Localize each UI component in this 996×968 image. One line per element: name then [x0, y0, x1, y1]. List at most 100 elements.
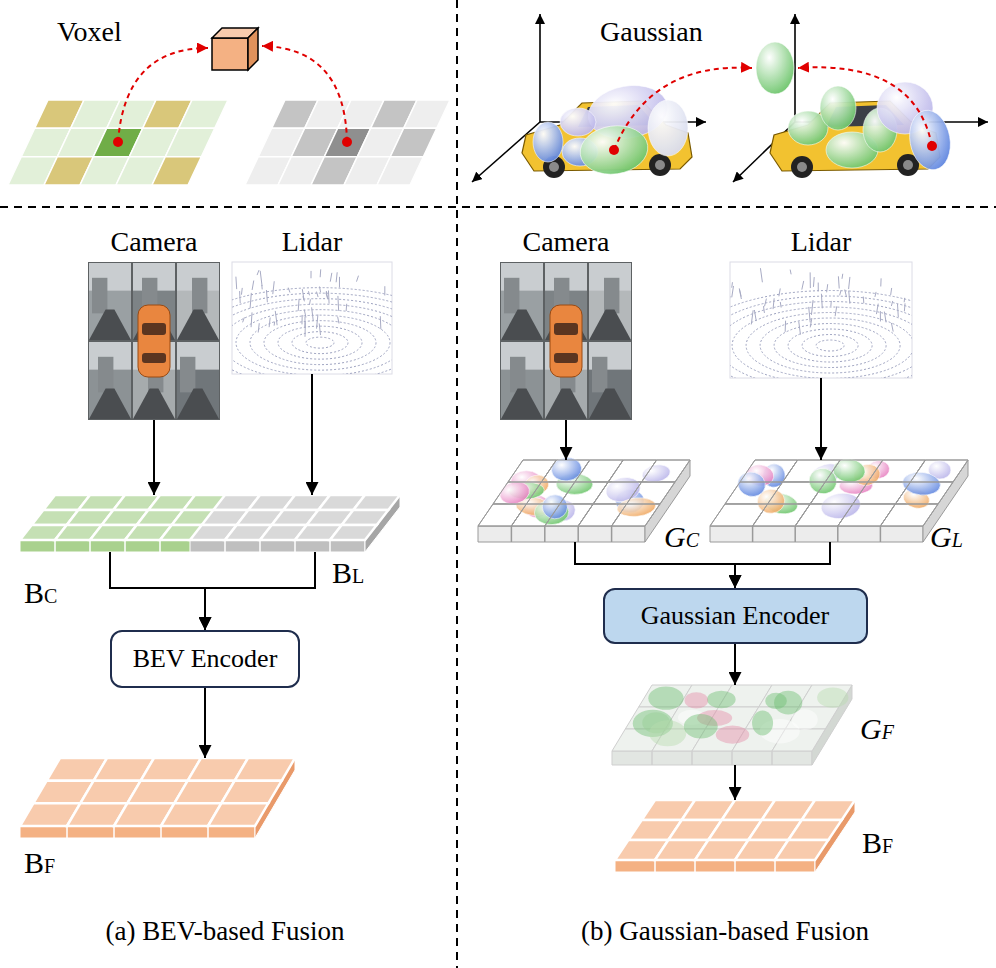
- lidar-scan: [875, 292, 876, 297]
- lidar-scan: [258, 323, 259, 332]
- feature-grid: [190, 495, 400, 552]
- feature-grid: [221, 781, 281, 804]
- lidar-scan: [880, 311, 881, 321]
- gaussian-grid: [838, 504, 896, 526]
- gaussian-grid: [910, 460, 968, 482]
- bev-feature-grid: BL: [190, 495, 400, 552]
- node-label: Camera: [522, 226, 609, 258]
- lidar-scan: [731, 282, 733, 287]
- fused-gaussian-volume: [765, 693, 787, 709]
- fused-gaussian-volume: [648, 687, 683, 710]
- node-label: BL: [332, 556, 364, 589]
- lidar-scan: [266, 290, 268, 302]
- lidar-scan: [308, 291, 309, 295]
- subfigure-caption: (b) Gaussian-based Fusion: [581, 916, 869, 947]
- feature-grid: [89, 540, 91, 552]
- generated-illustration: [8, 42, 970, 872]
- lidar-scan: [897, 304, 899, 317]
- gaussian-grid: [740, 460, 798, 482]
- camera-image: [177, 309, 219, 340]
- lidar-input: Lidar: [232, 262, 392, 374]
- camera-image: [545, 388, 587, 419]
- encoder-label: Gaussian Encoder: [641, 601, 829, 631]
- lidar-scan: [232, 299, 392, 374]
- camera-image: [554, 353, 578, 363]
- lidar-scan: [810, 318, 812, 327]
- camera-image: [589, 309, 631, 340]
- lidar-scan: [232, 288, 392, 374]
- lidar-scan: [317, 292, 319, 297]
- lidar-scan: [904, 298, 905, 302]
- lidar-scan: [802, 335, 858, 357]
- lidar-scan: [760, 318, 900, 373]
- gaussian-grid: [735, 469, 768, 499]
- lidar-scan: [730, 291, 912, 378]
- encoder-box: BEV Encoder: [110, 630, 300, 688]
- voxel-grids: [165, 128, 214, 156]
- gaussian-grid: [544, 526, 546, 542]
- fused-gaussian-volume: [799, 685, 852, 707]
- gaussian-grid: [880, 504, 938, 526]
- lidar-input: Lidar: [730, 262, 912, 378]
- gaussian-grid: [794, 526, 796, 542]
- voxel-grids: [8, 46, 450, 185]
- lidar-scan: [326, 291, 327, 298]
- lidar-scan: [292, 332, 348, 354]
- axis-line: [539, 14, 541, 122]
- lidar-scan: [730, 262, 912, 378]
- camera-image: [180, 357, 195, 393]
- flow-arrow: [311, 374, 313, 495]
- lidar-scan: [732, 307, 912, 378]
- dashed-red-arrow: [118, 48, 208, 142]
- encoder-box: Gaussian Encoder: [603, 588, 868, 644]
- camera-image: [500, 262, 632, 420]
- gaussian-grid: [895, 482, 953, 504]
- lidar-scan: [891, 301, 892, 306]
- lidar-scan: [845, 289, 847, 297]
- flow-arrow: [110, 552, 205, 630]
- lidar-scan: [306, 337, 334, 348]
- feature-grid: [654, 860, 656, 872]
- gaussian-cars: [820, 86, 856, 130]
- lidar-scan: [310, 271, 311, 278]
- fused-gaussian-volume: [649, 720, 686, 746]
- lidar-scan: [328, 290, 330, 303]
- fused-gaussian-volume: [651, 751, 653, 765]
- fused-gaussian-volume: [752, 711, 773, 736]
- lidar-scan: [241, 288, 243, 295]
- camera-image: [142, 323, 166, 335]
- lidar-scan: [754, 310, 756, 321]
- lidar-scan: [841, 274, 843, 279]
- feature-grid: [208, 803, 268, 826]
- lidar-scan: [319, 323, 320, 335]
- lidar-scan: [326, 293, 328, 298]
- flow-arrow: [575, 542, 735, 588]
- encoder-label: BEV Encoder: [133, 644, 278, 674]
- gaussian-grid: [627, 482, 675, 504]
- camera-image: [504, 278, 519, 314]
- camera-image: [500, 262, 632, 420]
- gaussian-grid: [710, 458, 968, 542]
- voxel-grids: [152, 157, 201, 185]
- camera-image: [177, 388, 219, 419]
- lidar-scan: [250, 315, 390, 370]
- lidar-scan: [232, 304, 392, 374]
- lidar-scan: [690, 262, 970, 401]
- fused-gaussian-volume: [731, 751, 733, 765]
- lidar-scan: [275, 311, 277, 325]
- lidar-scan: [302, 289, 304, 299]
- lidar-scan: [739, 289, 741, 299]
- node-label: BF: [862, 826, 893, 859]
- camera-image: [89, 388, 131, 419]
- lidar-scan: [257, 270, 259, 275]
- lidar-scan: [298, 299, 300, 311]
- camera-image: [177, 263, 219, 340]
- camera-image: [92, 278, 107, 314]
- lidar-scan: [876, 304, 878, 314]
- fused-bev-grid: BF: [615, 800, 855, 872]
- lidar-scan: [251, 312, 253, 327]
- feature-grid: [159, 540, 161, 552]
- lidar-scan: [380, 316, 382, 329]
- lidar-scan: [274, 322, 276, 326]
- fused-gaussian-volume: [612, 751, 812, 765]
